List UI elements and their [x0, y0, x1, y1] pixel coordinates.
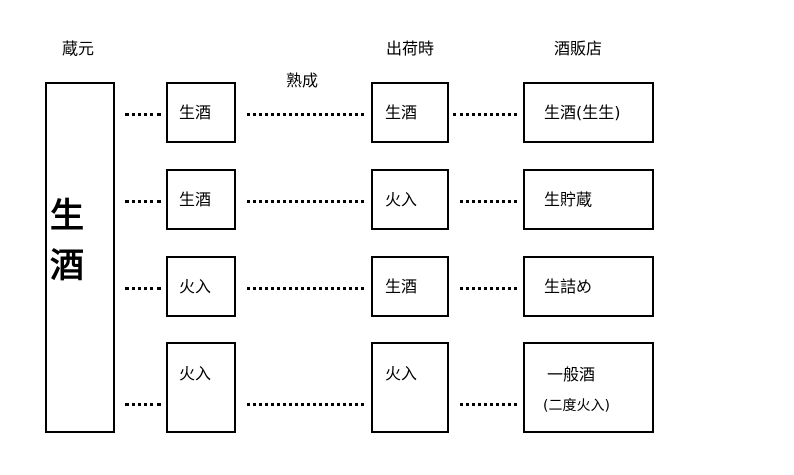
aging-box-1	[166, 82, 236, 143]
source-box	[45, 82, 115, 433]
aging-label-1: 生酒	[179, 103, 212, 122]
connector-dots	[247, 287, 364, 290]
connector-dots	[125, 403, 161, 406]
retail-box-1	[523, 82, 654, 143]
source-char-2: 酒	[50, 246, 84, 286]
connector-dots	[453, 113, 517, 116]
source-char-1: 生	[50, 196, 84, 236]
retail-note-4: (二度火入)	[543, 398, 610, 414]
aging-label-3: 火入	[179, 277, 212, 296]
retail-label-1: 生酒(生生)	[544, 103, 621, 122]
header-retail: 酒販店	[554, 39, 603, 58]
connector-dots	[125, 200, 161, 203]
connector-dots	[460, 200, 517, 203]
retail-label-2: 生貯蔵	[544, 190, 593, 209]
shipping-label-4: 火入	[385, 364, 418, 383]
header-brewery: 蔵元	[62, 39, 95, 58]
connector-dots	[247, 200, 364, 203]
retail-box-4	[523, 342, 654, 433]
shipping-box-3	[371, 256, 449, 317]
shipping-box-4	[371, 342, 449, 433]
connector-dots	[460, 403, 517, 406]
retail-label-4: 一般酒	[547, 365, 596, 384]
aging-box-4	[166, 342, 236, 433]
connector-dots	[460, 287, 517, 290]
retail-label-3: 生詰め	[544, 277, 593, 296]
aging-box-3	[166, 256, 236, 317]
header-aging: 熟成	[286, 71, 319, 90]
shipping-box-2	[371, 169, 449, 230]
connector-dots	[125, 287, 161, 290]
connector-dots	[247, 113, 364, 116]
connector-dots	[247, 403, 364, 406]
shipping-box-1	[371, 82, 449, 143]
header-shipping: 出荷時	[386, 39, 435, 58]
aging-box-2	[166, 169, 236, 230]
retail-box-3	[523, 256, 654, 317]
shipping-label-2: 火入	[385, 190, 418, 209]
shipping-label-1: 生酒	[385, 103, 418, 122]
aging-label-2: 生酒	[179, 190, 212, 209]
shipping-label-3: 生酒	[385, 277, 418, 296]
aging-label-4: 火入	[179, 364, 212, 383]
retail-box-2	[523, 169, 654, 230]
connector-dots	[125, 113, 161, 116]
